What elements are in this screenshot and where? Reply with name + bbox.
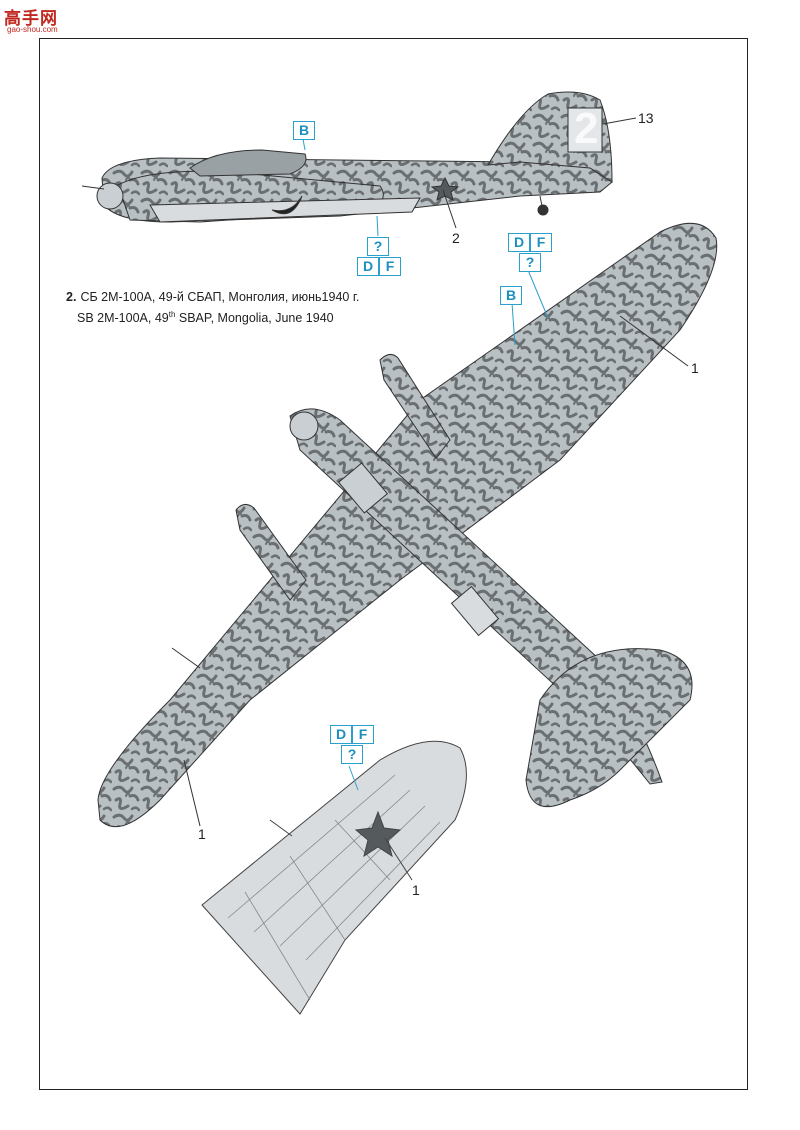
site-watermark-logo: 高手网 gao-shou.com [4,4,76,38]
top-code-question: ? [519,253,541,272]
side-tail-wheel [537,204,549,216]
top-canopy [337,462,389,514]
side-callout-13: 13 [638,110,654,126]
caption-english-sup: th [168,310,176,319]
top-view-aircraft [97,222,718,828]
caption-english: SB 2M-100A, 49th SBAP, Mongolia, June 19… [77,306,359,327]
watermark-glyphs: 高手网 [4,9,58,29]
top-code-f: F [530,233,552,252]
side-tail-number: 2 [574,104,599,153]
underside-code-question: ? [341,745,363,764]
side-code-b: B [293,121,315,140]
side-tail-number-box [567,107,603,153]
side-code-f: F [379,257,401,276]
caption-russian: СБ 2М-100А, 49-й СБАП, Монголия, июнь194… [80,290,360,304]
underside-code-f: F [352,725,374,744]
plate-caption: 2.СБ 2М-100А, 49-й СБАП, Монголия, июнь1… [66,289,359,327]
side-crescent-marking [271,195,303,215]
top-callout-1-right: 1 [691,360,699,376]
top-nose-glazing [289,411,319,441]
caption-english-prefix: SB 2M-100A, 49 [77,311,169,326]
side-view-aircraft [81,91,637,237]
side-code-question: ? [367,237,389,256]
underside-callout-1: 1 [412,882,420,898]
top-engine-right [379,354,451,459]
top-rear-glazing [450,585,500,637]
page-frame [39,38,748,1090]
wing-underside-view [201,740,467,1015]
caption-english-suffix: SBAP, Mongolia, June 1940 [175,311,334,326]
side-code-d: D [357,257,379,276]
side-callout-2: 2 [452,230,460,246]
top-callout-1-left: 1 [198,826,206,842]
plate-number: 2. [66,290,77,304]
watermark-url: gao-shou.com [7,25,58,34]
top-engine-left [235,504,307,601]
side-nose-glazing [96,182,124,210]
side-canopy [189,149,307,177]
top-code-b: B [500,286,522,305]
underside-code-d: D [330,725,352,744]
underside-wing [201,740,467,1015]
top-code-d: D [508,233,530,252]
top-tailplane [525,648,693,808]
